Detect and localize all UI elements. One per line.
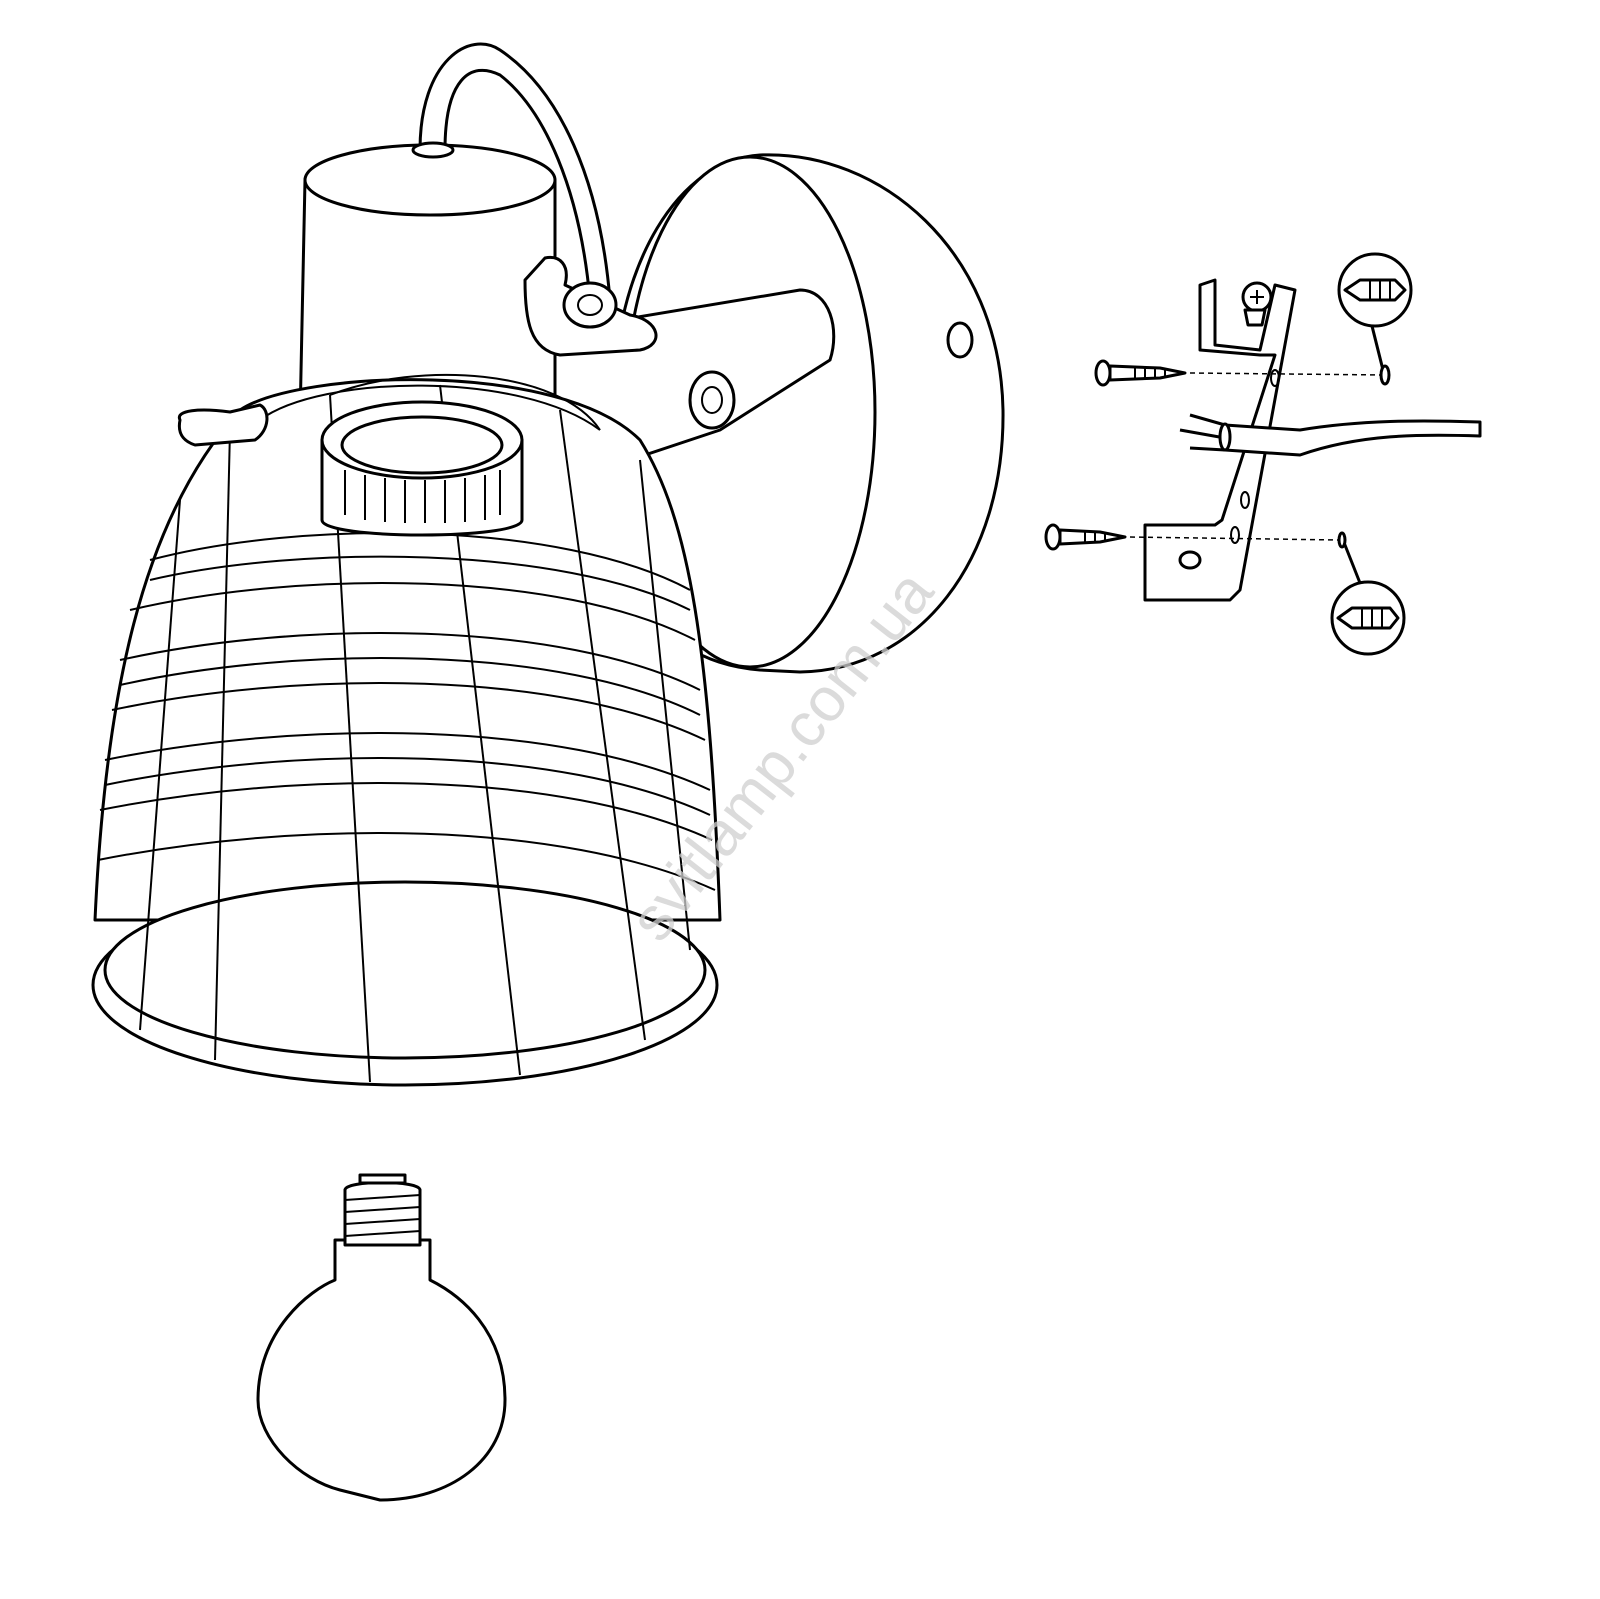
lamp-socket [320,400,524,537]
wall-dowel-detail-top [1337,252,1413,386]
shade-screw [177,403,269,447]
mounting-hole [946,321,974,359]
wall-screw-top [1094,359,1386,387]
rattan-cage-shade [91,373,722,1087]
power-cable [1179,413,1482,457]
wing-nut [523,255,658,357]
light-bulb [256,1173,507,1502]
wall-screw-bottom [1044,523,1341,551]
socket-holder [298,141,557,422]
wall-plate [610,153,1005,674]
bracket-bolt [688,370,736,430]
wall-dowel-detail-bottom [1330,531,1406,656]
bracket-screw [1241,281,1273,327]
